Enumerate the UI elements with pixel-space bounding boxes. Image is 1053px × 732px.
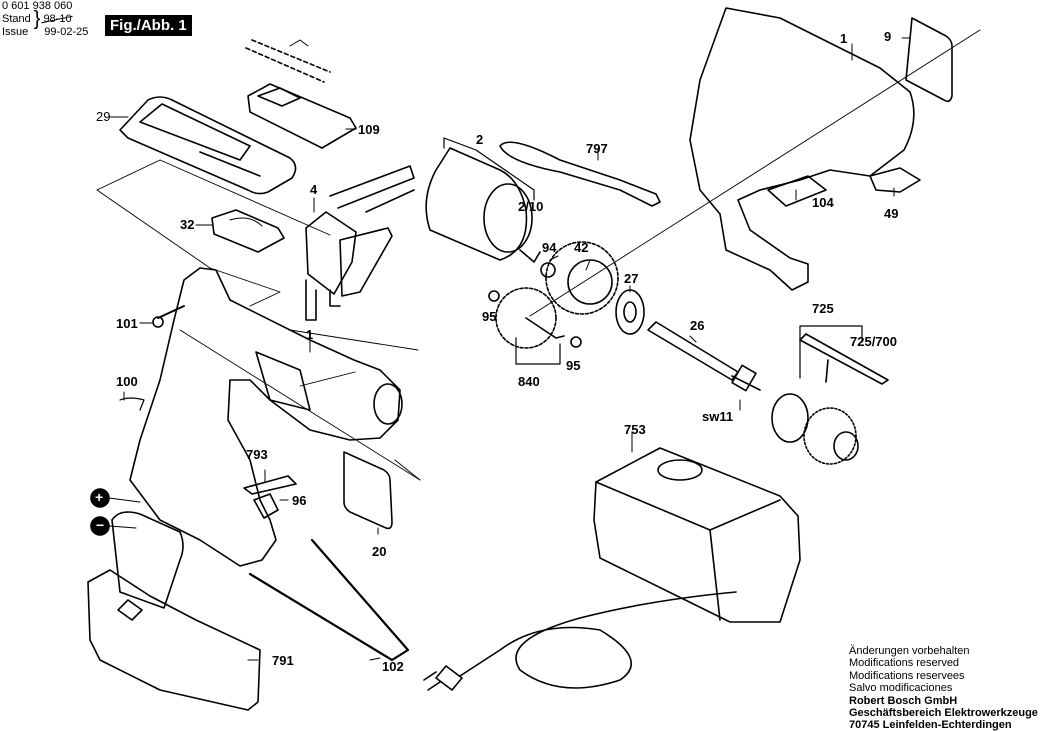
part-29-cover — [119, 96, 297, 195]
part-label-95-a: 95 — [482, 309, 497, 324]
footer-notes: Änderungen vorbehalten Modifications res… — [849, 645, 1038, 732]
part-label-1-housing: 1 — [306, 327, 314, 342]
issue-label: Issue — [2, 26, 29, 38]
issue-value: 99-02-25 — [44, 26, 89, 38]
part-label-95-b: 95 — [566, 358, 581, 373]
part-109 — [245, 39, 357, 149]
part-label-797: 797 — [586, 141, 608, 156]
part-label-101: 101 — [116, 316, 138, 331]
part-20-label — [343, 451, 393, 530]
part-26-spindle — [647, 321, 761, 392]
part-label-20: 20 — [372, 544, 387, 559]
footer-line-fr: Modifications reservees — [849, 669, 965, 682]
part-label-96: 96 — [292, 493, 307, 508]
part-label-49: 49 — [884, 206, 899, 221]
document-header: 0 601 938 060 Stand } 98-10 Issue 99-02-… — [2, 0, 88, 39]
brace-icon: } — [33, 8, 41, 30]
part-753-charger — [423, 447, 801, 691]
part-1-main-housing — [119, 267, 403, 567]
part-label-sw11: sw11 — [702, 409, 734, 424]
part-label-793: 793 — [246, 447, 268, 462]
minus-symbol: − — [96, 517, 105, 533]
part-label-29: 29 — [96, 109, 111, 124]
part-102-loop — [248, 538, 410, 662]
stand-value-struck: 98-10 — [43, 13, 72, 25]
part-label-109: 109 — [358, 122, 380, 137]
part-label-102: 102 — [382, 659, 404, 674]
footer-line-es: Salvo modificaciones — [849, 682, 953, 695]
gears — [488, 241, 645, 365]
footer-company: Robert Bosch GmbH — [849, 694, 958, 707]
part-725-chuck — [771, 325, 889, 465]
part-791-battery — [87, 511, 261, 711]
leader-lines — [109, 37, 911, 661]
part-label-753: 753 — [624, 422, 646, 437]
footer-address: 70745 Leinfelden-Echterdingen — [849, 719, 1012, 732]
part-label-104: 104 — [812, 195, 834, 210]
part-1-right-housing — [689, 7, 953, 291]
part-label-840: 840 — [518, 374, 540, 389]
part-2-motor — [425, 137, 541, 263]
part-label-2: 2 — [476, 132, 484, 147]
footer-line-de: Änderungen vorbehalten — [849, 645, 970, 657]
stand-label: Stand — [2, 13, 31, 25]
part-label-32: 32 — [180, 217, 195, 232]
part-label-725-700: 725/700 — [850, 334, 897, 349]
part-label-27: 27 — [624, 271, 639, 286]
part-label-725: 725 — [812, 301, 834, 316]
footer-division: Geschäftsbereich Elektrowerkzeuge — [849, 707, 1038, 720]
part-label-42: 42 — [574, 240, 589, 255]
part-4-switch — [305, 165, 415, 321]
figure-label: Fig./Abb. 1 — [105, 15, 192, 36]
document-number: 0 601 938 060 — [2, 0, 73, 12]
plus-symbol: + — [95, 489, 104, 505]
part-label-26: 26 — [690, 318, 705, 333]
part-32-switch — [211, 209, 285, 253]
part-label-791: 791 — [272, 653, 294, 668]
part-label-9: 9 — [884, 29, 892, 44]
part-793-bit — [243, 475, 297, 519]
part-label-94: 94 — [542, 240, 557, 255]
part-label-1-right-housing: 1 — [840, 31, 848, 46]
part-797-strap — [499, 141, 661, 207]
assembly-lines — [96, 29, 981, 481]
part-label-100: 100 — [116, 374, 138, 389]
part-label-2-10: 2/10 — [518, 199, 544, 214]
footer-line-en: Modifications reserved — [849, 657, 960, 670]
part-label-4: 4 — [310, 182, 318, 197]
